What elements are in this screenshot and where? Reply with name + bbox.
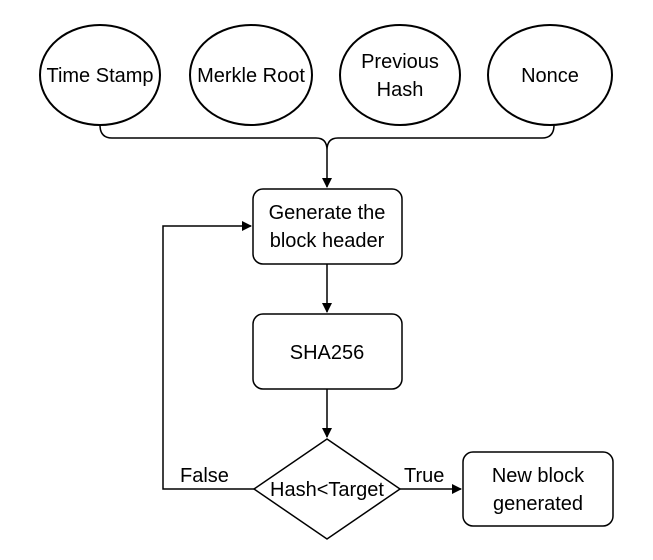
- generate-header-label-line2: block header: [270, 230, 385, 252]
- time-stamp-label: Time Stamp: [46, 65, 153, 87]
- generate-header-node: Generate the block header: [252, 188, 403, 265]
- false-edge-label: False: [180, 465, 229, 487]
- sha256-node: SHA256: [252, 313, 403, 390]
- previous-hash-label-line2: Hash: [377, 79, 424, 101]
- decision-diamond: [252, 438, 402, 540]
- previous-hash-ellipse: [339, 24, 461, 126]
- inputs-brace-connector: [99, 124, 555, 151]
- merkle-root-label: Merkle Root: [197, 65, 305, 87]
- true-edge-label: True: [404, 465, 444, 487]
- edge-false-loop: [162, 221, 254, 490]
- new-block-box: [462, 451, 614, 527]
- nonce-label: Nonce: [521, 65, 579, 87]
- new-block-node: New block generated: [462, 451, 614, 527]
- generate-header-label-line1: Generate the: [269, 202, 386, 224]
- previous-hash-label-line1: Previous: [361, 51, 439, 73]
- sha256-label: SHA256: [290, 342, 365, 364]
- nonce-ellipse: [487, 24, 613, 126]
- new-block-label-line2: generated: [493, 493, 583, 515]
- nonce-node: Nonce: [487, 24, 613, 126]
- merkle-root-node: Merkle Root: [189, 24, 313, 126]
- merkle-root-ellipse: [189, 24, 313, 126]
- decision-label: Hash<Target: [270, 479, 384, 501]
- new-block-label-line1: New block: [492, 465, 585, 487]
- previous-hash-node: Previous Hash: [339, 24, 461, 126]
- generate-header-box: [252, 188, 403, 265]
- hash-target-decision: Hash<Target: [252, 438, 402, 540]
- time-stamp-node: Time Stamp: [39, 24, 161, 126]
